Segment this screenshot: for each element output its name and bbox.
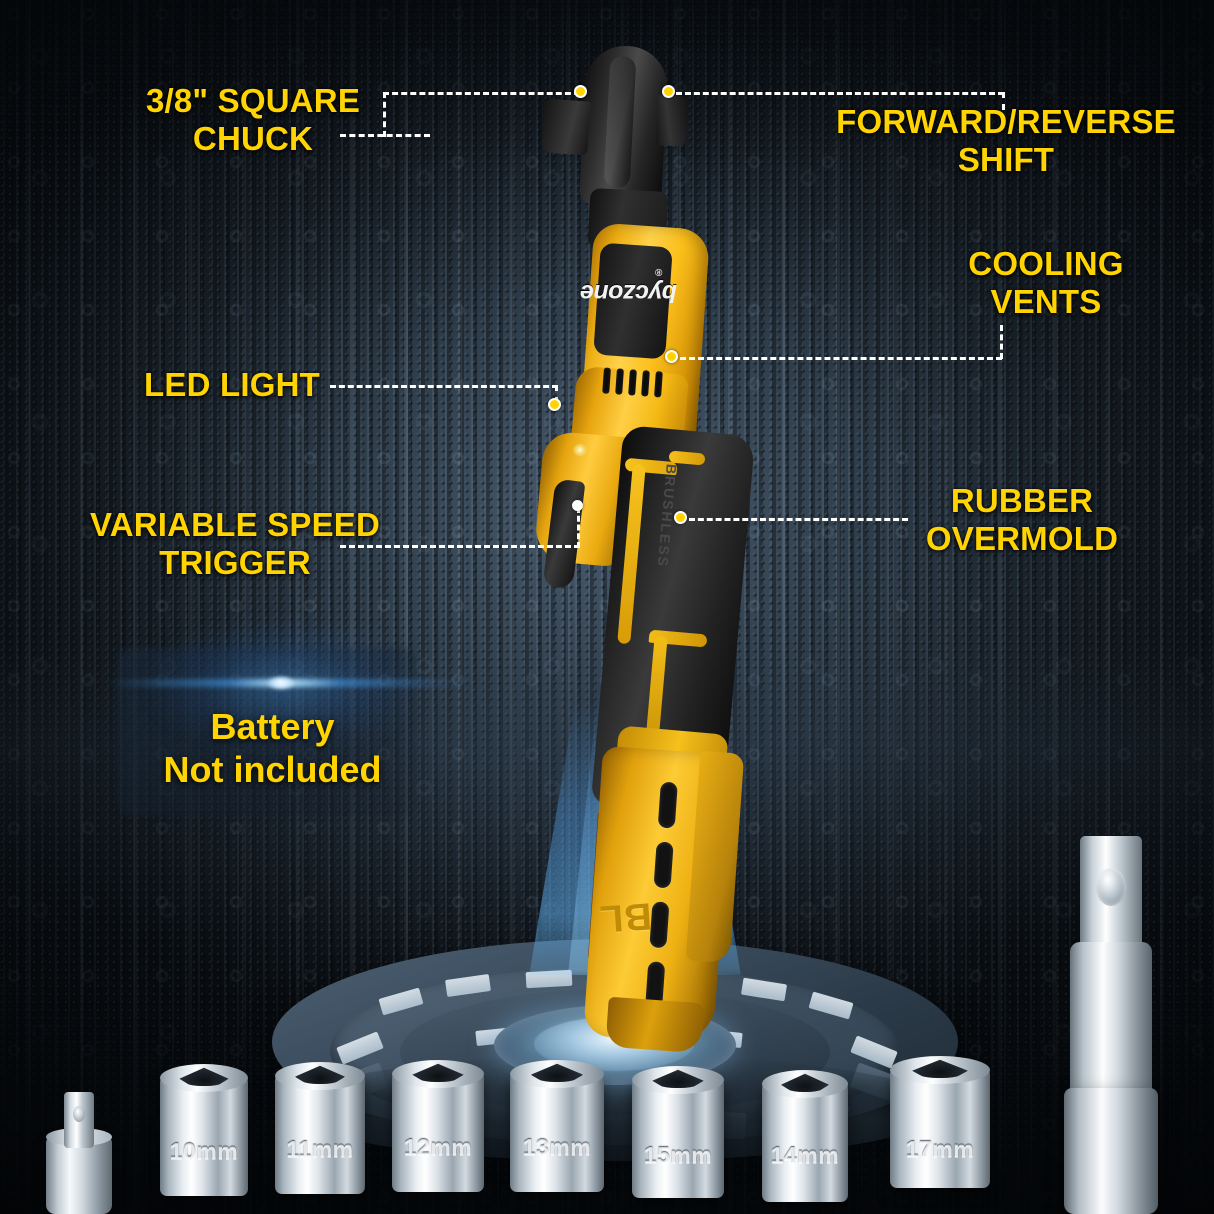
extension-bar xyxy=(1064,836,1158,1214)
forward-reverse-switch-right xyxy=(655,95,689,147)
forward-reverse-switch-left xyxy=(541,98,591,156)
leader-endpoint-dot xyxy=(574,85,587,98)
battery-note-backdrop xyxy=(118,648,418,816)
socket-13mm: 13mm xyxy=(510,1060,604,1210)
socket-body xyxy=(890,1070,990,1188)
cooling-vent-slot xyxy=(641,370,650,397)
leader-endpoint-dot xyxy=(662,85,675,98)
extension-socket-end xyxy=(1064,1088,1158,1214)
battery-mount-slot xyxy=(653,841,674,889)
socket-set: 10mm 11mm 12mm 13mm 15mm 14mm xyxy=(0,1056,1214,1214)
socket-size-label: 15mm xyxy=(643,1142,713,1168)
led-light-lamp xyxy=(573,444,587,456)
socket-body xyxy=(510,1074,604,1192)
brushless-badge: BL xyxy=(597,894,654,940)
extension-shaft xyxy=(1070,942,1152,1100)
socket-top-face xyxy=(160,1064,248,1092)
brand-logo-text: byczone xyxy=(580,279,677,307)
socket-top-face xyxy=(632,1066,724,1094)
socket-body xyxy=(392,1074,484,1192)
battery-not-included-note: Battery Not included xyxy=(163,706,382,791)
cooling-vent-slot xyxy=(628,369,637,396)
socket-size-label: 13mm xyxy=(522,1134,592,1160)
registered-trademark-icon: ® xyxy=(655,266,663,277)
socket-drive-hole xyxy=(412,1063,464,1082)
callout-label-forward-reverse: FORWARD/REVERSE SHIFT xyxy=(836,103,1176,179)
leader-endpoint-dot xyxy=(572,500,583,511)
socket-body xyxy=(632,1080,724,1198)
callout-label-variable-speed: VARIABLE SPEED TRIGGER xyxy=(89,506,381,582)
leader-segment xyxy=(680,357,1002,360)
leader-endpoint-dot xyxy=(548,398,561,411)
socket-top-face xyxy=(890,1056,990,1084)
lens-flare-core xyxy=(268,676,294,690)
leader-segment xyxy=(1000,325,1003,359)
socket-14mm: 14mm xyxy=(762,1070,848,1214)
socket-15mm: 15mm xyxy=(632,1066,724,1214)
leader-segment xyxy=(577,507,580,548)
callout-label-led-light: LED LIGHT xyxy=(144,366,320,403)
adapter-detent-ball xyxy=(73,1106,85,1122)
extension-detent-ball xyxy=(1096,868,1126,906)
leader-segment xyxy=(555,385,558,403)
socket-top-face xyxy=(762,1070,848,1098)
leader-endpoint-dot xyxy=(665,350,678,363)
socket-body xyxy=(160,1078,248,1196)
socket-size-label: 14mm xyxy=(770,1142,840,1168)
socket-drive-hole xyxy=(780,1073,830,1092)
socket-top-face xyxy=(392,1060,484,1088)
cooling-vent-slot xyxy=(654,371,663,398)
socket-top-face xyxy=(510,1060,604,1088)
socket-drive-hole xyxy=(652,1069,704,1088)
cooling-vent-slot xyxy=(615,368,624,395)
callout-label-rubber-overmold: RUBBER OVERMOLD xyxy=(925,482,1119,558)
socket-10mm: 10mm xyxy=(160,1064,248,1210)
leader-endpoint-dot xyxy=(674,511,687,524)
socket-12mm: 12mm xyxy=(392,1060,484,1210)
socket-drive-hole xyxy=(179,1067,229,1086)
callout-label-square-chuck: 3/8" SQUARE CHUCK xyxy=(145,82,361,158)
socket-body xyxy=(762,1084,848,1202)
socket-size-label: 17mm xyxy=(905,1136,975,1162)
leader-segment xyxy=(340,545,580,548)
leader-segment xyxy=(1002,92,1005,110)
leader-segment xyxy=(383,92,386,137)
socket-11mm: 11mm xyxy=(275,1062,365,1210)
socket-size-label: 10mm xyxy=(169,1138,239,1164)
leader-segment xyxy=(330,385,558,388)
leader-segment xyxy=(689,518,908,521)
socket-drive-hole xyxy=(912,1059,968,1078)
adapter-body xyxy=(46,1136,112,1214)
leader-segment xyxy=(383,92,580,95)
socket-size-label: 12mm xyxy=(403,1134,473,1160)
battery-mount-tip xyxy=(605,996,705,1054)
cordless-ratchet-wrench: byczone ® BRUSHLESS BL xyxy=(497,40,756,1054)
socket-adapter xyxy=(46,1092,112,1214)
socket-top-face xyxy=(275,1062,365,1090)
socket-17mm: 17mm xyxy=(890,1056,990,1212)
battery-mount-slot xyxy=(657,781,678,829)
cooling-vent-slot xyxy=(602,367,611,394)
callout-label-cooling-vents: COOLING VENTS xyxy=(968,245,1124,321)
cooling-vent-group xyxy=(602,367,678,398)
socket-drive-hole xyxy=(294,1065,346,1084)
leader-segment xyxy=(676,92,1004,95)
socket-size-label: 11mm xyxy=(286,1136,354,1162)
socket-body xyxy=(275,1076,365,1194)
socket-drive-hole xyxy=(530,1063,584,1082)
